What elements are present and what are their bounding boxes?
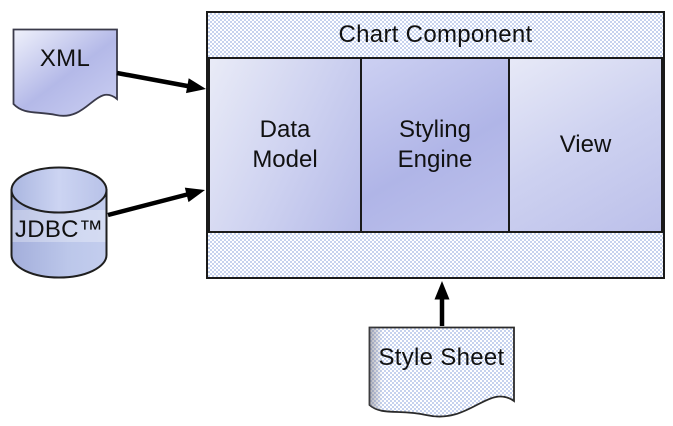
xml-document-shape — [12, 28, 118, 117]
module-styling-engine: Styling Engine — [360, 59, 508, 231]
chart-component-modules-row: Data Model Styling Engine View — [208, 57, 663, 233]
jdbc-label: JDBC™ — [14, 216, 104, 243]
chart-component-container: Chart Component Data Model Styling Engin… — [206, 11, 665, 279]
arrow-style-sheet-to-styling-engine — [434, 281, 450, 326]
arrow-xml-to-chart-component — [116, 70, 206, 94]
xml-label: XML — [39, 45, 91, 72]
jdbc-database-cylinder — [10, 166, 108, 279]
module-data-model: Data Model — [210, 59, 360, 231]
module-view: View — [508, 59, 661, 231]
style-sheet-document-shape — [368, 326, 515, 418]
arrow-jdbc-to-chart-component — [107, 187, 205, 218]
style-sheet-label: Style Sheet — [378, 344, 505, 371]
chart-component-title: Chart Component — [338, 21, 533, 48]
